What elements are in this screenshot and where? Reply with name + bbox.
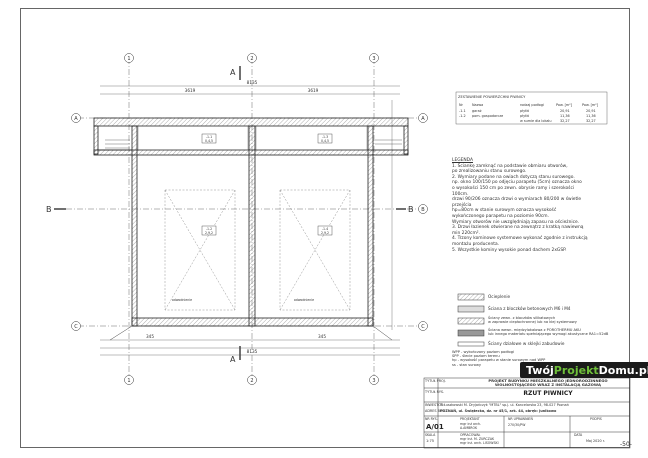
- investor: T. Łuszkowski M. Dryjańczyk "MTBL" sp.j.…: [440, 403, 569, 407]
- area-table: Nr Nazwa rodzaj podłogi Pow. [m²] Pow. […: [459, 103, 599, 123]
- svg-text:w sumie dla lokalu: w sumie dla lokalu: [520, 119, 552, 123]
- svg-text:-1.1: -1.1: [459, 109, 466, 113]
- axis-label-3-top: 3: [372, 56, 375, 62]
- dim-top-right: 3619: [308, 88, 319, 93]
- dimension-lines: [100, 85, 400, 356]
- address-label: ADRES BUD.:: [425, 409, 448, 413]
- room-4-number: -1.4: [322, 227, 328, 231]
- page-number: -50-: [620, 441, 632, 448]
- room-3-area: 0,4,5: [321, 139, 329, 143]
- legend-item-party-wall: Ściana wewn. międzylokalowa z POROTHERMU…: [488, 328, 609, 337]
- signature-label: PODPIS: [590, 417, 602, 421]
- svg-text:20,91: 20,91: [560, 109, 570, 113]
- company-logo: TwójProjektDomu.pl: [520, 362, 648, 378]
- svg-text:płytki: płytki: [520, 114, 529, 118]
- room-1-area: 0,4,5: [205, 139, 213, 143]
- svg-text:garaż: garaż: [472, 109, 482, 113]
- svg-text:Pow. [m²]: Pow. [m²]: [556, 103, 573, 107]
- legend-item-concrete-blocks: Ściana z bloczków betonowych M6 i M4: [488, 306, 571, 311]
- svg-text:pom. gospodarcze: pom. gospodarcze: [472, 114, 503, 118]
- area-table-title: ZESTAWIENIE POWIERZCHNI PIWNICY: [458, 95, 526, 99]
- axis-label-1-top: 1: [127, 56, 130, 62]
- designer: mgr inż arch. A.AMBROK: [460, 422, 482, 430]
- legend-item-partitions: Ściany działowe w sklejki zabudowie: [488, 341, 565, 346]
- axis-label-a-right: A: [421, 116, 425, 122]
- drain-label-left: odwodnienie: [172, 298, 192, 302]
- room-2-area: 2,9,2: [205, 231, 213, 235]
- svg-text:Nazwa: Nazwa: [472, 103, 483, 107]
- permission-label: NR UPRAWNIEŃ: [508, 417, 533, 421]
- section-mark-a-top: A: [230, 68, 236, 77]
- sheet-label: TYTUŁ RYS.: [425, 390, 445, 394]
- dim-bottom-left: 345: [146, 334, 154, 339]
- scale-label: SKALA: [425, 433, 436, 437]
- dim-bottom-right: 345: [318, 334, 326, 339]
- walls: [93, 117, 409, 327]
- axis-label-c-left: C: [74, 324, 78, 330]
- sheet-title: RZUT PIWNICY: [523, 390, 573, 397]
- svg-text:Nr: Nr: [459, 103, 464, 107]
- axis-label-b-right: B: [421, 207, 425, 213]
- investor-label: INWESTOR:: [425, 403, 445, 407]
- axis-label-a-left: A: [74, 116, 78, 122]
- legend-title: LEGENDA: [452, 158, 473, 163]
- title-block-frame: [423, 377, 631, 449]
- section-mark-b-right: B: [408, 205, 414, 214]
- legend-swatches: [457, 293, 485, 347]
- legend-notes: LEGENDA 1. Ściankę zamknąć na podstawie …: [452, 158, 628, 253]
- scale: 1:75: [426, 439, 435, 443]
- sheet-number: A/01: [426, 423, 444, 431]
- legend-item-silicate-walls: Ściany zewn. z bloczków silikatowych w z…: [488, 316, 577, 325]
- abbreviations: WPP - wykończony poziom podłogi SPP - śl…: [452, 350, 546, 367]
- legend-item-insulation: Ocieplenie: [488, 294, 511, 299]
- section-mark-a-bottom: A: [230, 355, 236, 364]
- axis-bubbles: [71, 53, 428, 385]
- project-label: TYTUŁ PROJ.: [425, 379, 446, 383]
- svg-text:20,91: 20,91: [586, 109, 596, 113]
- drawing-sheet: [20, 8, 630, 448]
- ramp: [109, 325, 393, 341]
- dim-total-bottom: 8135: [247, 349, 258, 354]
- room-1-number: -1.1: [206, 135, 212, 139]
- drawn-label: OPRACOWAŁ: [460, 433, 481, 437]
- stairs: [105, 139, 402, 149]
- axis-label-2-bottom: 2: [250, 378, 253, 384]
- permission: 270/30/PW: [508, 423, 526, 427]
- svg-text:Pow. [m²]: Pow. [m²]: [582, 103, 599, 107]
- room-2-number: -1.2: [206, 227, 212, 231]
- axis-label-3-bottom: 3: [372, 378, 375, 384]
- date-label: DATA: [574, 433, 583, 437]
- dim-total-top: 8135: [247, 80, 258, 85]
- svg-text:płytki: płytki: [520, 109, 529, 113]
- garage-diagonals: [164, 189, 351, 311]
- designer-label: PROJEKTANT: [460, 417, 480, 421]
- axis-lines: [55, 58, 420, 378]
- section-mark-b-left: B: [46, 205, 52, 214]
- axis-label-2-top: 2: [250, 56, 253, 62]
- axis-label-1-bottom: 1: [127, 378, 130, 384]
- svg-text:rodzaj podłogi: rodzaj podłogi: [520, 103, 544, 107]
- svg-text:32,27: 32,27: [586, 119, 596, 123]
- room-4-area: 2,9,2: [321, 231, 329, 235]
- drawn-by: mgr inż. M. ZURCZAK mgr inż. arch. LISOW…: [460, 437, 499, 445]
- dim-top-left: 3619: [185, 88, 196, 93]
- number-label: NR RYS.: [425, 417, 438, 421]
- svg-text:11,36: 11,36: [560, 114, 570, 118]
- address: POZNAŃ, ul. Świątecka, dz. nr 45/1, ark.…: [440, 409, 557, 413]
- project-title: PROJEKT BUDYNKU MIESZKALNEGO JEDNORODZIN…: [488, 378, 608, 388]
- section-marks: A A B B: [46, 68, 414, 364]
- room-3-number: -1.3: [322, 135, 328, 139]
- drain-label-right: odwodnienie: [294, 298, 314, 302]
- svg-text:-1.2: -1.2: [459, 114, 466, 118]
- axis-label-c-right: C: [421, 324, 425, 330]
- svg-text:32,27: 32,27: [560, 119, 570, 123]
- svg-text:11,36: 11,36: [586, 114, 596, 118]
- room-tags: [201, 133, 333, 236]
- date: Maj 2020 r.: [586, 439, 605, 443]
